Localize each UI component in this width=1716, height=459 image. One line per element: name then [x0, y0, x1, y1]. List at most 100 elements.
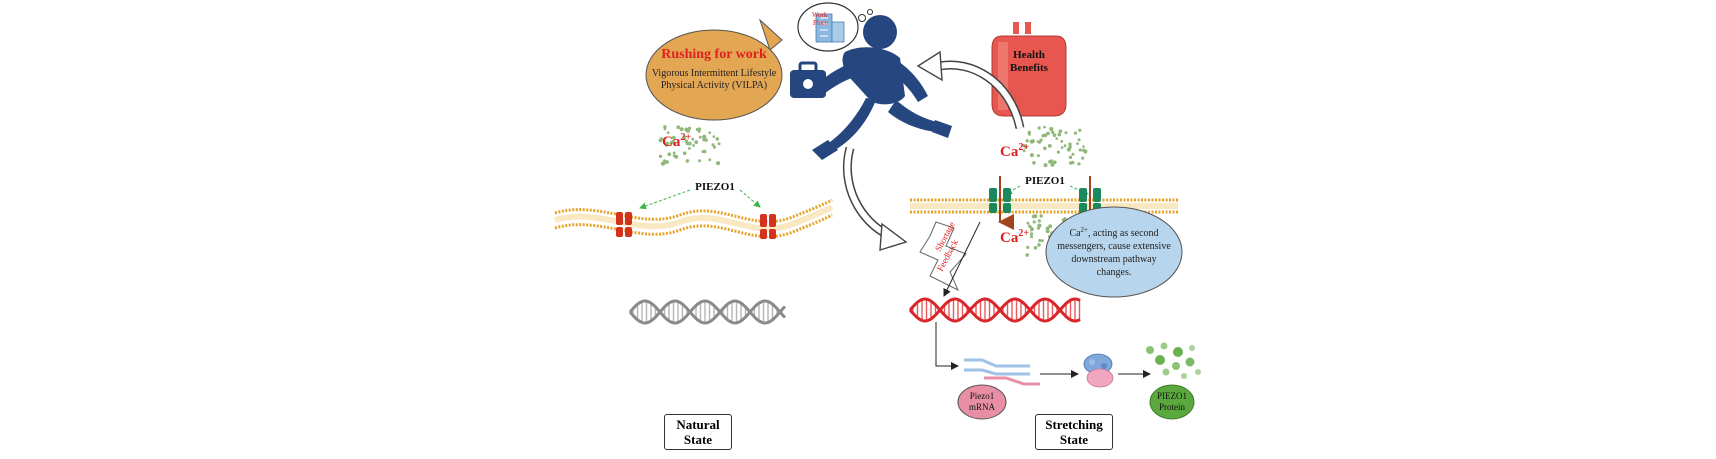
calcium-dot — [1036, 154, 1040, 158]
calcium-dot — [658, 154, 663, 158]
calcium-dot — [1043, 125, 1046, 129]
calcium-dot — [702, 137, 707, 142]
calcium-dot — [1082, 148, 1086, 152]
calcium-dot — [1026, 221, 1030, 225]
calcium-dot — [1045, 226, 1050, 231]
calcium-dot — [682, 135, 687, 140]
health-benefits-bag: Health Benefits — [991, 22, 1067, 117]
calcium-dot — [1081, 156, 1085, 160]
speech-bubble-title: Rushing for work — [661, 47, 767, 62]
calcium-dot — [1031, 227, 1034, 231]
ion-label-right-mid: Ca2+ — [1000, 228, 1029, 246]
ion-label-left: Ca2+ — [662, 132, 691, 150]
green-arrow-left-b — [739, 189, 761, 208]
protein-dot — [1146, 346, 1154, 354]
calcium-dot — [717, 142, 721, 146]
calcium-dot — [1028, 224, 1032, 228]
calcium-dot — [1055, 137, 1058, 140]
calcium-ions-left — [658, 125, 721, 166]
calcium-dot — [708, 158, 712, 162]
protein-dot — [1173, 347, 1183, 357]
arrow-dna-to-mrna — [935, 322, 959, 370]
calcium-dot — [1030, 235, 1033, 239]
calcium-dot — [1037, 126, 1041, 130]
mrna-strands — [964, 358, 1040, 386]
calcium-dot — [1057, 132, 1062, 137]
calcium-dot — [1037, 243, 1041, 247]
calcium-dot — [1030, 139, 1035, 144]
calcium-dot — [1060, 146, 1064, 149]
calcium-dot — [1078, 128, 1082, 132]
calcium-dot — [672, 151, 676, 155]
piezo1-channel-right-1 — [989, 176, 1014, 230]
thought-bubble: Work Place — [797, 2, 873, 52]
calcium-dot — [1068, 142, 1072, 146]
calcium-dot — [1047, 144, 1052, 148]
calcium-dot — [1026, 245, 1030, 249]
dna-strand — [628, 299, 787, 325]
calcium-dot — [671, 139, 675, 144]
svg-text:Piezo1: Piezo1 — [970, 391, 995, 401]
calcium-dot — [1052, 133, 1057, 137]
protein-dot — [1155, 355, 1165, 365]
svg-text:Ca2+, acting as second: Ca2+, acting as second — [1069, 226, 1158, 239]
calcium-dot — [1037, 219, 1041, 223]
thought-bubble-line1: Work — [812, 11, 828, 19]
calcium-dot — [698, 159, 702, 163]
calcium-dot — [701, 150, 705, 154]
calcium-dot — [665, 160, 669, 164]
calcium-dot — [692, 144, 695, 147]
calcium-dot — [1025, 253, 1029, 257]
calcium-dot — [691, 137, 695, 141]
calcium-dot — [1068, 145, 1072, 149]
protein-label: PIEZO1 Protein — [1149, 384, 1195, 420]
calcium-dot — [1058, 129, 1063, 134]
piezo1-label-left: PIEZO1 — [695, 181, 735, 193]
calcium-dot — [685, 142, 689, 146]
calcium-dot — [1078, 148, 1082, 152]
calcium-dot — [1041, 239, 1044, 243]
piezo1-label-right: PIEZO1 — [1025, 175, 1065, 187]
calcium-dot — [682, 151, 687, 155]
calcium-dot — [1082, 145, 1085, 148]
svg-text:changes.: changes. — [1097, 267, 1132, 278]
calcium-dot — [1041, 134, 1045, 138]
calcium-dot — [1043, 146, 1047, 151]
green-arrow-left-a — [639, 189, 691, 210]
calcium-dot — [679, 127, 684, 132]
calcium-dot — [687, 127, 691, 131]
calcium-dot — [1049, 126, 1054, 132]
calcium-dot — [658, 138, 663, 143]
calcium-dot — [1073, 131, 1078, 135]
calcium-dot — [695, 127, 700, 132]
piezo1-channel-left-1 — [616, 212, 632, 237]
protein-dot — [1181, 373, 1187, 379]
curved-arrow-to-runner-icon — [916, 50, 1025, 130]
health-bag-line1: Health — [1013, 49, 1045, 61]
second-messenger-bubble: Ca2+, acting as second messengers, cause… — [1045, 206, 1183, 298]
green-arrow-right-a — [1005, 185, 1021, 195]
cell-membrane-right — [910, 198, 1178, 214]
calcium-dot — [1069, 161, 1073, 165]
calcium-dot — [1036, 140, 1040, 143]
thought-bubble-line2: Place — [813, 19, 828, 27]
calcium-dot — [1039, 214, 1043, 218]
calcium-dot — [1077, 162, 1081, 166]
calcium-dot — [1060, 140, 1064, 143]
calcium-dot — [663, 127, 667, 131]
calcium-dot — [1037, 223, 1042, 228]
calcium-dot — [1063, 144, 1067, 148]
calcium-dot — [1022, 143, 1026, 148]
calcium-dot — [1068, 155, 1073, 159]
calcium-dot — [1046, 131, 1050, 136]
calcium-dot — [1025, 139, 1029, 143]
dna-strand — [908, 297, 1081, 323]
arrow-channel-to-dna — [943, 221, 981, 297]
calcium-dot — [1053, 160, 1057, 165]
piezo1-channel-left-2 — [760, 214, 776, 239]
calcium-dot — [1084, 151, 1087, 154]
svg-text:messengers, cause extensive: messengers, cause extensive — [1057, 241, 1171, 252]
calcium-dot — [666, 131, 670, 134]
calcium-dot — [688, 147, 691, 150]
ribosome-icon — [1083, 353, 1114, 388]
